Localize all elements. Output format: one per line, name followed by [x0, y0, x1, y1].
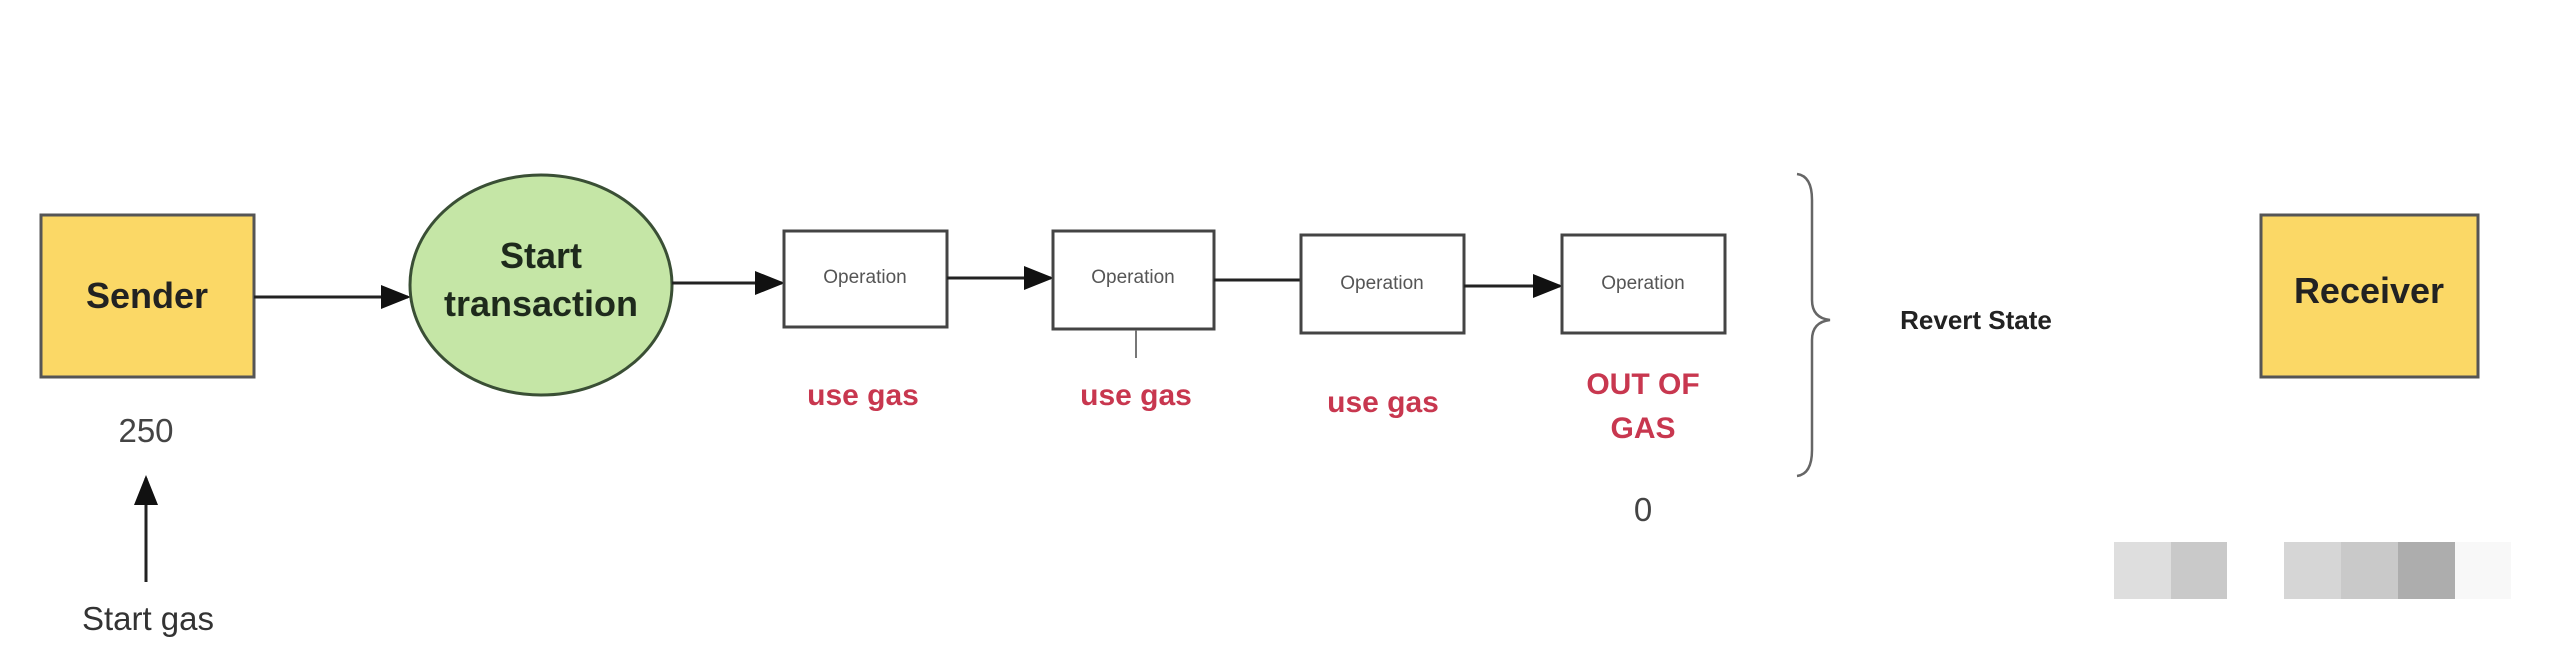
curly-brace [1796, 172, 1831, 478]
operation-node-4: Operation [1560, 233, 1727, 335]
sender-node: Sender [39, 213, 256, 379]
receiver-node: Receiver [2259, 213, 2480, 379]
operation-node-1: Operation [782, 229, 949, 329]
operation-label: Operation [1601, 273, 1684, 294]
start-gas-label: Start gas [82, 600, 214, 637]
start-label-line1: Start [500, 235, 582, 276]
sender-gas-value: 250 [118, 412, 173, 449]
operation-label: Operation [1340, 273, 1423, 294]
operation-note: use gas [1327, 386, 1439, 419]
operation-label: Operation [823, 267, 906, 288]
out-of-gas-line2: GAS [1610, 412, 1675, 445]
sender-label: Sender [86, 275, 208, 316]
start-label-line2: transaction [444, 283, 638, 324]
operation-note: use gas [1080, 379, 1192, 412]
start-transaction-node: Start transaction [408, 173, 674, 397]
out-of-gas-line1: OUT OF [1586, 368, 1699, 401]
blurred-watermark [2114, 542, 2511, 599]
revert-state-label: Revert State [1900, 305, 2052, 335]
operation-label: Operation [1091, 267, 1174, 288]
receiver-label: Receiver [2294, 270, 2444, 311]
operation-node-2: Operation [1051, 229, 1216, 331]
operation-note: use gas [807, 379, 919, 412]
remaining-gas-value: 0 [1634, 491, 1652, 528]
operation-node-3: Operation [1299, 233, 1466, 335]
